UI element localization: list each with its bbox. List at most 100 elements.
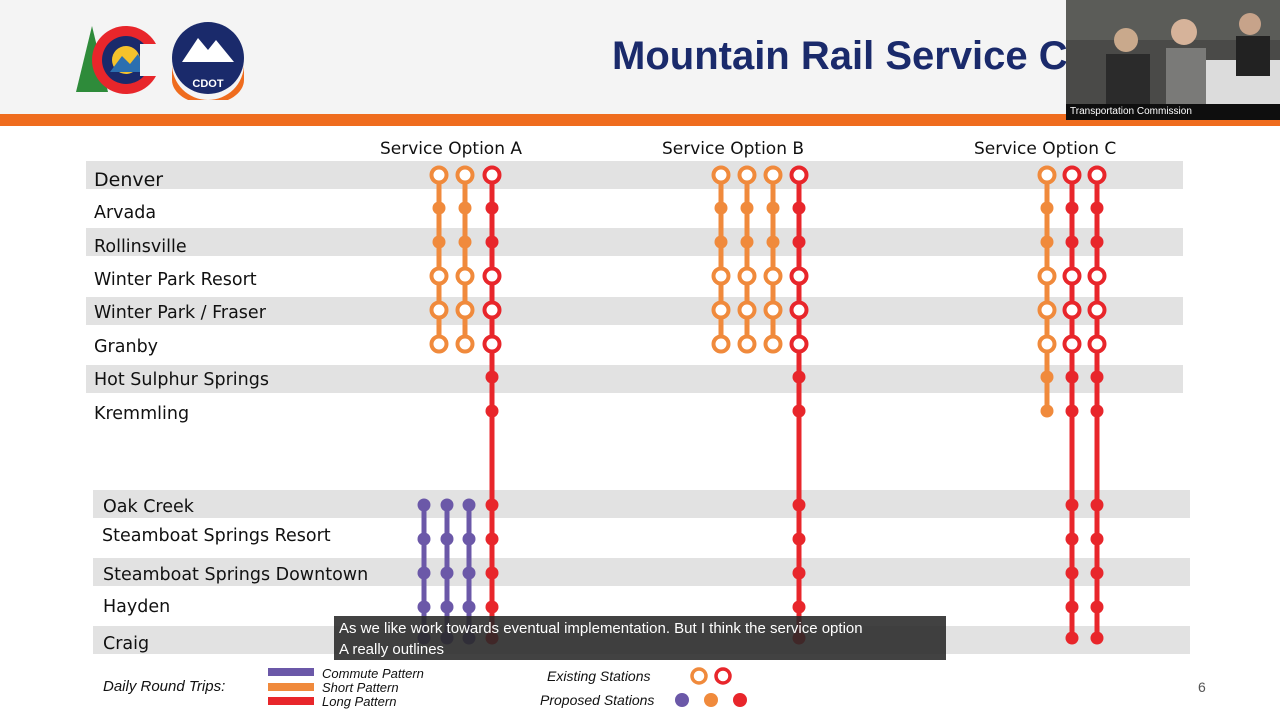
existing-station-marker (482, 165, 502, 185)
existing-station-marker (763, 300, 783, 320)
row-band (86, 297, 1183, 325)
station-label-rollinsville: Rollinsville (94, 237, 187, 257)
option-b-title: Service Option B (662, 139, 805, 159)
proposed-station-marker (792, 600, 806, 614)
proposed-station-marker (440, 600, 454, 614)
video-feed: Transportation Commission (1066, 0, 1280, 120)
proposed-station-marker (740, 235, 754, 249)
proposed-station-marker (1065, 201, 1079, 215)
station-legend-markers (675, 667, 747, 707)
existing-station-marker (1037, 334, 1057, 354)
proposed-commute-station-icon (675, 693, 689, 707)
proposed-station-marker (1065, 235, 1079, 249)
caption-line-1: As we like work towards eventual impleme… (339, 620, 863, 637)
pattern-lines (421, 175, 1100, 638)
proposed-station-marker (792, 370, 806, 384)
station-label-steamboat-springs-downtown: Steamboat Springs Downtown (103, 565, 369, 585)
video-caption: Transportation Commission (1066, 104, 1280, 120)
existing-station-marker (1087, 334, 1107, 354)
proposed-station-marker (766, 201, 780, 215)
proposed-station-marker (714, 235, 728, 249)
cdot-logo-text: CDOT (192, 78, 223, 90)
station-markers (417, 165, 1107, 645)
caption-line-2: A really outlines (339, 641, 445, 658)
proposed-station-marker (792, 566, 806, 580)
proposed-station-marker (417, 566, 431, 580)
proposed-station-marker (432, 235, 446, 249)
existing-station-marker (763, 266, 783, 286)
proposed-station-marker (1040, 404, 1054, 418)
proposed-station-marker (440, 498, 454, 512)
proposed-station-marker (1040, 201, 1054, 215)
station-label-arvada: Arvada (94, 203, 157, 223)
existing-station-marker (1037, 300, 1057, 320)
proposed-station-marker (462, 566, 476, 580)
daily-round-trips-label: Daily Round Trips: (103, 678, 226, 695)
existing-station-marker (455, 300, 475, 320)
proposed-station-marker (1065, 404, 1079, 418)
row-band (86, 161, 1183, 189)
proposed-station-marker (462, 498, 476, 512)
existing-station-marker (455, 266, 475, 286)
proposed-long-station-icon (733, 693, 747, 707)
proposed-station-marker (1065, 600, 1079, 614)
proposed-station-marker (485, 566, 499, 580)
commute-swatch (268, 668, 314, 676)
existing-station-marker (482, 300, 502, 320)
proposed-station-marker (792, 498, 806, 512)
commute-pattern-label: Commute Pattern (322, 666, 424, 681)
existing-station-marker (711, 266, 731, 286)
proposed-station-marker (417, 600, 431, 614)
station-label-oak-creek: Oak Creek (103, 497, 194, 517)
cdot-logo: CDOT (172, 22, 244, 104)
proposed-station-marker (417, 498, 431, 512)
existing-station-marker (789, 300, 809, 320)
proposed-stations-label: Proposed Stations (540, 692, 655, 708)
proposed-station-marker (485, 235, 499, 249)
closed-caption: As we like work towards eventual impleme… (334, 616, 946, 660)
proposed-station-marker (792, 532, 806, 546)
station-label-hot-sulphur-springs: Hot Sulphur Springs (94, 370, 269, 390)
short-swatch (268, 683, 314, 691)
existing-station-marker (763, 165, 783, 185)
row-band (86, 365, 1183, 393)
existing-station-marker (1062, 266, 1082, 286)
proposed-station-marker (792, 201, 806, 215)
proposed-short-station-icon (704, 693, 718, 707)
proposed-station-marker (766, 235, 780, 249)
proposed-station-marker (485, 600, 499, 614)
proposed-station-marker (485, 404, 499, 418)
proposed-station-marker (462, 600, 476, 614)
proposed-station-marker (1090, 532, 1104, 546)
existing-station-marker (429, 266, 449, 286)
short-pattern-label: Short Pattern (322, 680, 399, 695)
proposed-station-marker (462, 532, 476, 546)
proposed-station-marker (1090, 370, 1104, 384)
existing-station-marker (482, 334, 502, 354)
proposed-station-marker (440, 566, 454, 580)
existing-station-marker (1087, 165, 1107, 185)
existing-station-marker (737, 334, 757, 354)
station-label-winter-park-resort: Winter Park Resort (94, 270, 257, 290)
proposed-station-marker (1090, 631, 1104, 645)
proposed-station-marker (485, 370, 499, 384)
existing-station-marker (789, 266, 809, 286)
proposed-station-marker (1065, 566, 1079, 580)
row-band (93, 558, 1190, 586)
existing-station-marker (737, 300, 757, 320)
existing-station-marker (1062, 334, 1082, 354)
proposed-station-marker (485, 498, 499, 512)
proposed-station-marker (485, 201, 499, 215)
existing-station-marker (1037, 266, 1057, 286)
proposed-station-marker (458, 201, 472, 215)
proposed-station-marker (1065, 532, 1079, 546)
station-label-kremmling: Kremmling (94, 404, 190, 424)
option-c-title: Service Option C (974, 139, 1117, 159)
existing-long-station-icon (714, 667, 732, 685)
existing-station-marker (711, 165, 731, 185)
station-label-hayden: Hayden (103, 597, 171, 617)
proposed-station-marker (1090, 201, 1104, 215)
station-label-craig: Craig (103, 634, 150, 654)
proposed-station-marker (1040, 235, 1054, 249)
